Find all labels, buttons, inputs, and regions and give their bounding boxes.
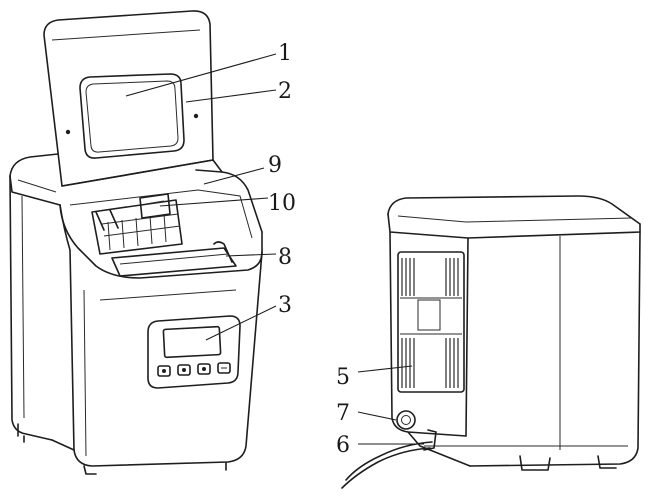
callout-1: 1 (278, 41, 292, 66)
lid (43, 10, 214, 187)
control-panel (147, 315, 241, 389)
control-buttons (157, 362, 231, 377)
callout-2: 2 (278, 79, 292, 104)
interior-opening (59, 189, 263, 279)
rear-view-machine (341, 195, 641, 489)
callout-7: 7 (336, 401, 350, 426)
callout-5: 5 (336, 365, 350, 390)
viewing-window (79, 73, 185, 159)
callout-8: 8 (278, 245, 292, 270)
callout-6: 6 (336, 433, 350, 458)
drain-plug (396, 410, 416, 430)
callout-3: 3 (278, 293, 292, 318)
front-view-machine (9, 10, 263, 475)
callout-numbers: 1 2 9 10 8 3 5 7 6 (268, 41, 350, 458)
front-leader-lines (125, 53, 277, 341)
callout-10: 10 (268, 191, 296, 216)
vent-grille (397, 251, 465, 393)
body (9, 175, 263, 475)
power-cord (341, 429, 437, 489)
rear-leader-lines (357, 365, 424, 445)
callout-9: 9 (268, 153, 282, 178)
